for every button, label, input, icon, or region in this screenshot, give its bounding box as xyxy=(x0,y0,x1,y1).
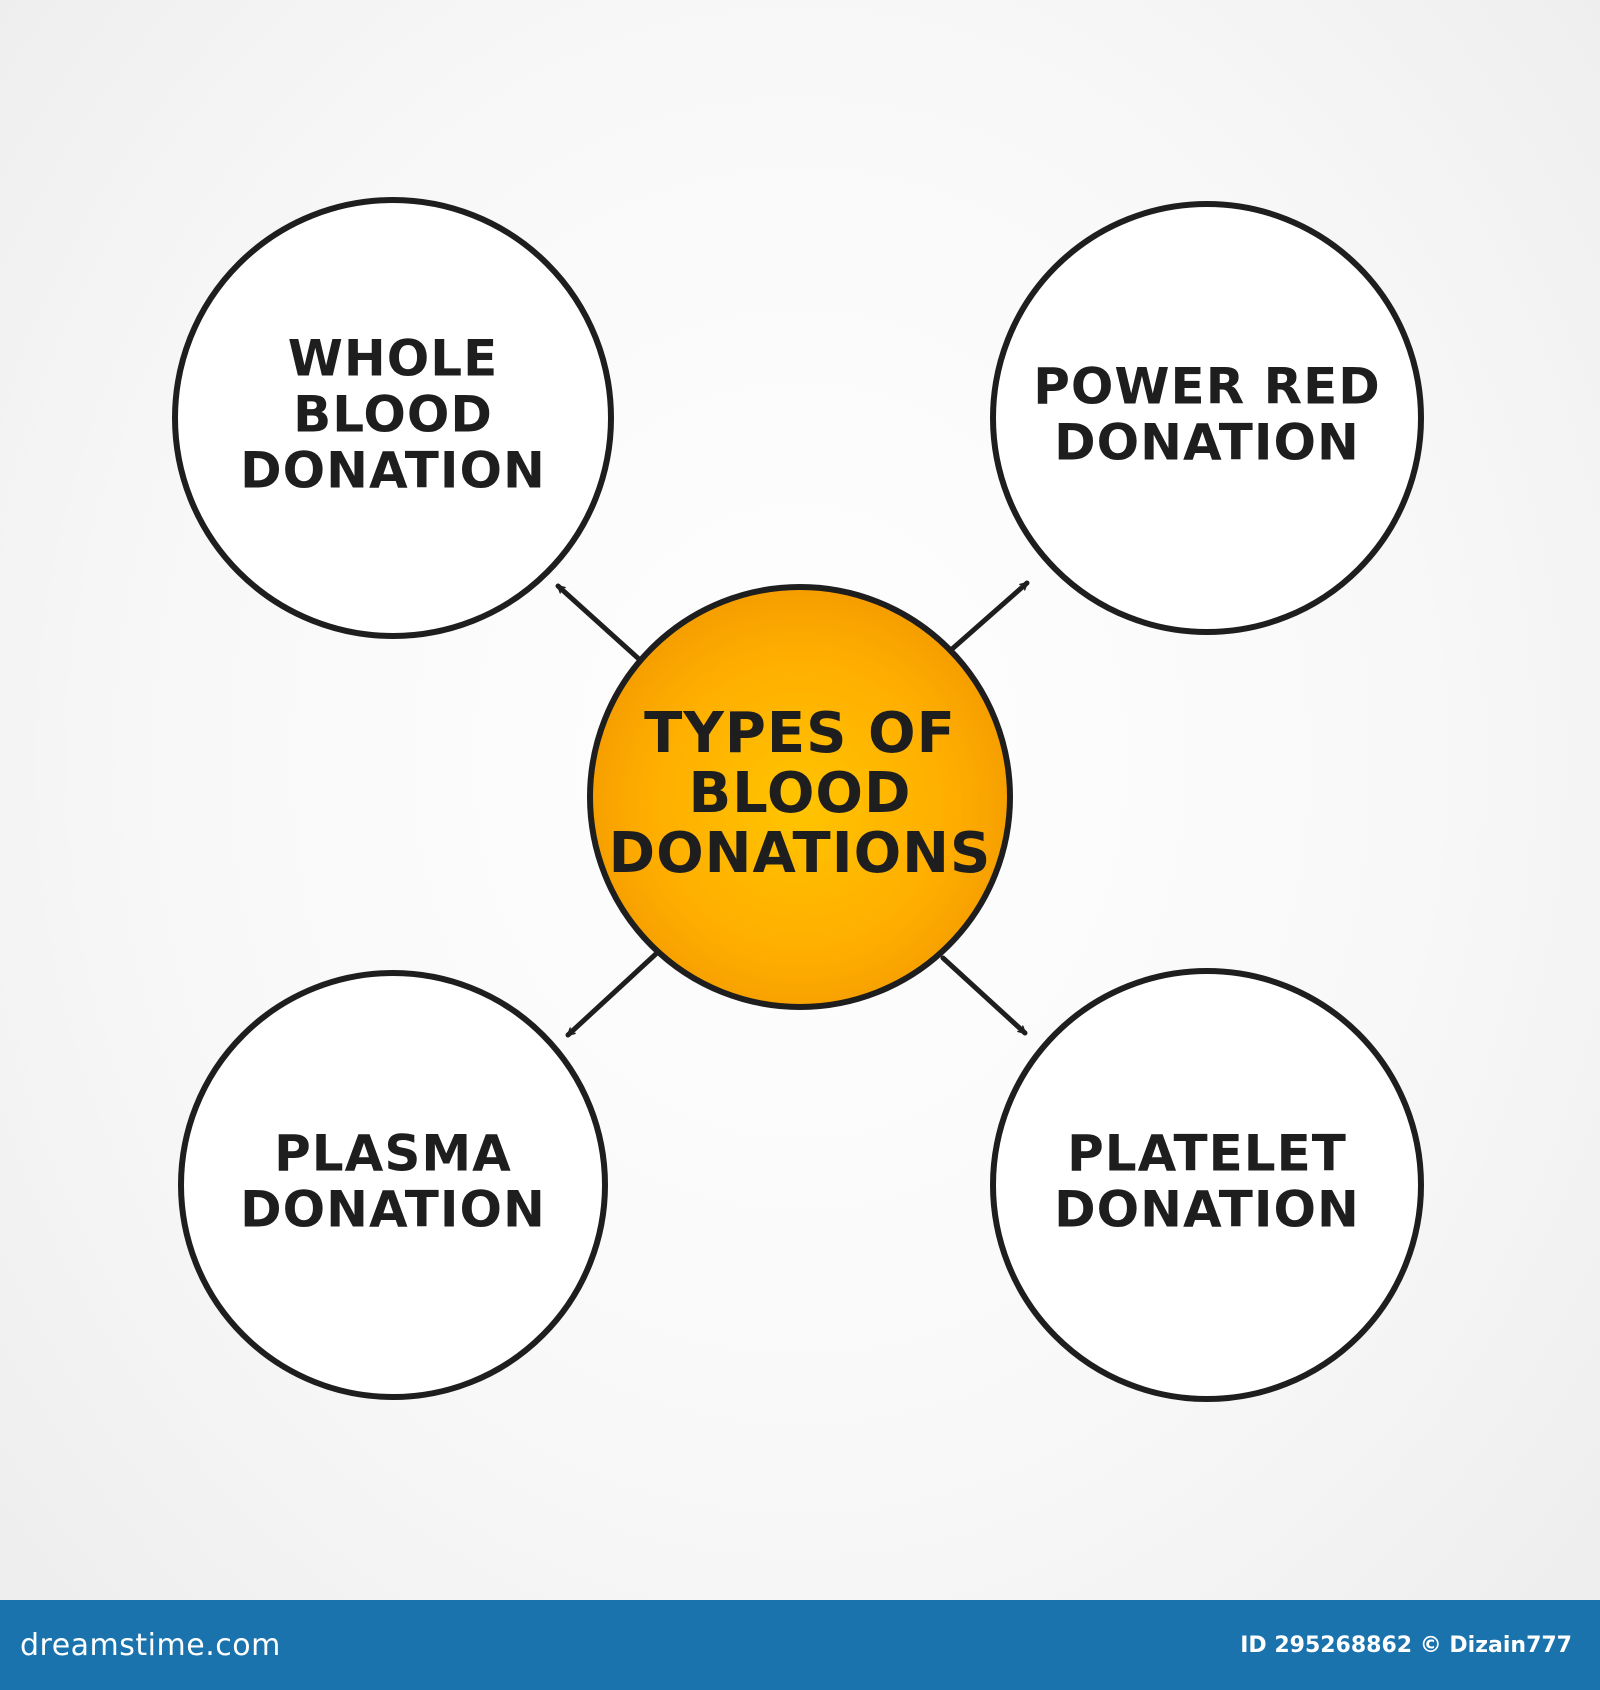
node-label-whole-blood-line-3: DONATION xyxy=(240,442,546,500)
node-label-power-red-line-2: DONATION xyxy=(1054,414,1360,472)
center-label-line-2: BLOOD xyxy=(688,761,911,826)
node-label-platelet-line-1: PLATELET xyxy=(1067,1125,1347,1183)
arrow-to-power-red xyxy=(940,580,1030,660)
footer-logo[interactable]: dreamstime.com xyxy=(20,1627,281,1663)
center-circle xyxy=(587,584,1013,1010)
arrow-to-plasma xyxy=(565,949,661,1038)
connector-arrows xyxy=(555,580,1030,1038)
node-circle-plasma xyxy=(178,970,608,1400)
node-label-whole-blood-line-2: BLOOD xyxy=(293,386,493,444)
node-label-plasma-line-2: DONATION xyxy=(240,1181,546,1239)
footer-image-id: ID 295268862 © Dizain777 xyxy=(1240,1632,1572,1658)
node-label-power-red-line-1: POWER RED xyxy=(1033,358,1381,416)
center-label-line-3: DONATIONS xyxy=(609,821,992,886)
node-label-whole-blood-line-1: WHOLE xyxy=(288,330,499,388)
node-label-plasma-line-1: PLASMA xyxy=(274,1125,512,1183)
arrow-to-platelet xyxy=(940,955,1028,1036)
node-label-platelet-line-2: DONATION xyxy=(1054,1181,1360,1239)
node-circle-platelet xyxy=(990,968,1424,1402)
footer-bar: dreamstime.com ID 295268862 © Dizain777 xyxy=(0,1600,1600,1690)
arrow-to-whole-blood xyxy=(555,583,643,663)
center-label-line-1: TYPES OF xyxy=(644,701,956,766)
node-circle-power-red xyxy=(990,201,1424,635)
node-circle-whole-blood xyxy=(172,197,614,639)
